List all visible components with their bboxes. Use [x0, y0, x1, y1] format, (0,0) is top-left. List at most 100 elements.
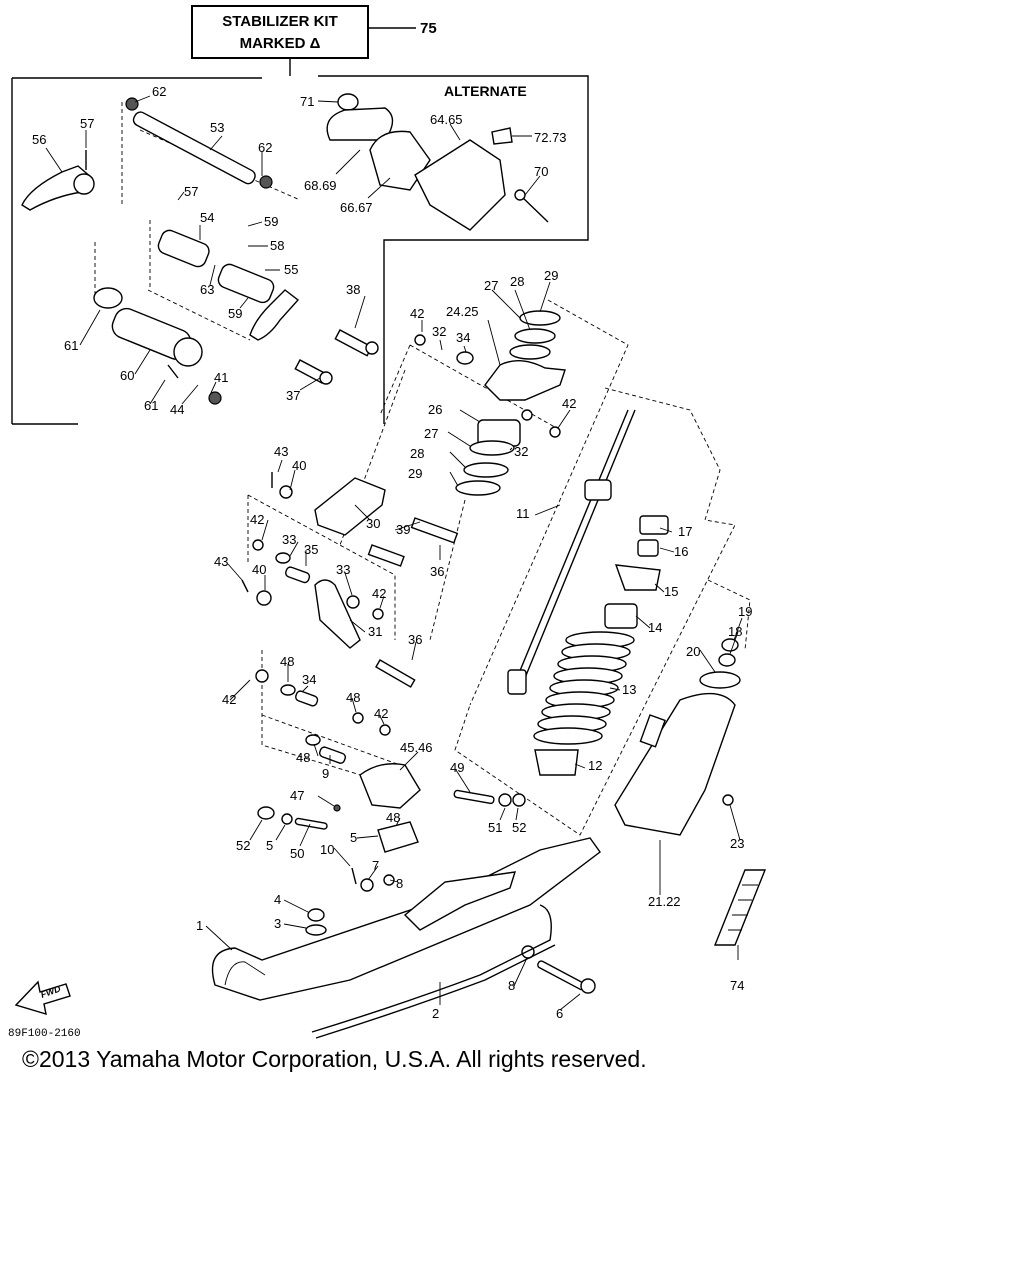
callout: 9 — [322, 766, 329, 781]
callout: 21.22 — [648, 894, 681, 909]
callout: 74 — [730, 978, 744, 993]
callout: 20 — [686, 644, 700, 659]
callout: 12 — [588, 758, 602, 773]
callout: 11 — [516, 506, 530, 521]
kit-frame: ALTERNATE — [11, 75, 589, 425]
callout: 48 — [296, 750, 310, 765]
callout: 52 — [236, 838, 250, 853]
callout: 48 — [280, 654, 294, 669]
callout: 26 — [428, 402, 442, 417]
callout: 8 — [508, 978, 515, 993]
alternate-parts — [326, 93, 549, 231]
callout: 72.73 — [534, 130, 567, 145]
callout: 34 — [302, 672, 316, 687]
callout: 42 — [372, 586, 386, 601]
callout: 36 — [408, 632, 422, 647]
callout: 6 — [556, 1006, 563, 1021]
shock-absorber — [507, 409, 741, 836]
parts-diagram: STABILIZER KIT MARKED Δ 75 ALTERNATE — [8, 5, 767, 1040]
callout: 44 — [170, 402, 184, 417]
callout: 33 — [282, 532, 296, 547]
callout: 40 — [292, 458, 306, 473]
callout: 34 — [456, 330, 470, 345]
callout: 61 — [64, 338, 78, 353]
callout: 61 — [144, 398, 158, 413]
callout: 42 — [374, 706, 388, 721]
callout: 63 — [200, 282, 214, 297]
callout: 58 — [270, 238, 284, 253]
callout: 66.67 — [340, 200, 373, 215]
callout: 16 — [674, 544, 688, 559]
callout-labels: 62 57 56 53 62 71 64.65 72.73 68.69 66.6… — [32, 84, 752, 1021]
strut-top-parts — [414, 310, 566, 496]
callout: 59 — [264, 214, 278, 229]
callout: 2 — [432, 1006, 439, 1021]
callout: 37 — [286, 388, 300, 403]
callout: 27 — [424, 426, 438, 441]
callout: 43 — [274, 444, 288, 459]
callout: 15 — [664, 584, 678, 599]
callout: 36 — [430, 564, 444, 579]
stabilizer-kit-box: STABILIZER KIT MARKED Δ 75 — [191, 5, 437, 76]
wear-bar — [713, 869, 767, 946]
callout: 8 — [396, 876, 403, 891]
callout: 24.25 — [446, 304, 479, 319]
callout: 49 — [450, 760, 464, 775]
callout: 32 — [514, 444, 528, 459]
callout: 62 — [152, 84, 166, 99]
callout: 56 — [32, 132, 46, 147]
callout: 70 — [534, 164, 548, 179]
callout: 1 — [196, 918, 203, 933]
callout: 7 — [372, 858, 379, 873]
callout: 57 — [184, 184, 198, 199]
callout: 29 — [544, 268, 558, 283]
callout: 64.65 — [430, 112, 463, 127]
callout: 10 — [320, 842, 334, 857]
callout: 40 — [252, 562, 266, 577]
callout: 54 — [200, 210, 214, 225]
callout: 5 — [350, 830, 357, 845]
callout: 5 — [266, 838, 273, 853]
ski — [211, 837, 601, 1039]
callout: 71 — [300, 94, 314, 109]
callout: 13 — [622, 682, 636, 697]
callout: 35 — [304, 542, 318, 557]
stabilizer-parts — [21, 97, 379, 405]
shock-spring — [533, 631, 635, 745]
stabilizer-kit-ref: 75 — [420, 20, 437, 37]
callout: 19 — [738, 604, 752, 619]
callout: 48 — [346, 690, 360, 705]
callout: 50 — [290, 846, 304, 861]
callout: 28 — [510, 274, 524, 289]
callout: 45.46 — [400, 740, 433, 755]
callout: 53 — [210, 120, 224, 135]
callout: 17 — [678, 524, 692, 539]
callout: 29 — [408, 466, 422, 481]
callout: 4 — [274, 892, 281, 907]
callout: 57 — [80, 116, 94, 131]
fwd-arrow-icon: FWD — [14, 980, 71, 1016]
copyright-text: ©2013 Yamaha Motor Corporation, U.S.A. A… — [22, 1046, 647, 1072]
callout: 55 — [284, 262, 298, 277]
leader-lines — [45, 95, 743, 1011]
callout: 38 — [346, 282, 360, 297]
callout: 62 — [258, 140, 272, 155]
callout: 28 — [410, 446, 424, 461]
callout: 14 — [648, 620, 662, 635]
callout: 47 — [290, 788, 304, 803]
callout: 52 — [512, 820, 526, 835]
callout: 27 — [484, 278, 498, 293]
lower-hardware — [257, 763, 596, 994]
callout: 33 — [336, 562, 350, 577]
callout: 48 — [386, 810, 400, 825]
callout: 23 — [730, 836, 744, 851]
callout: 3 — [274, 916, 281, 931]
linkage-parts — [241, 472, 459, 764]
callout: 51 — [488, 820, 502, 835]
alternate-label: ALTERNATE — [444, 83, 527, 99]
callout: 42 — [250, 512, 264, 527]
callout: 41 — [214, 370, 228, 385]
stabilizer-kit-title: STABILIZER KIT — [222, 13, 338, 30]
callout: 30 — [366, 516, 380, 531]
callout: 68.69 — [304, 178, 337, 193]
